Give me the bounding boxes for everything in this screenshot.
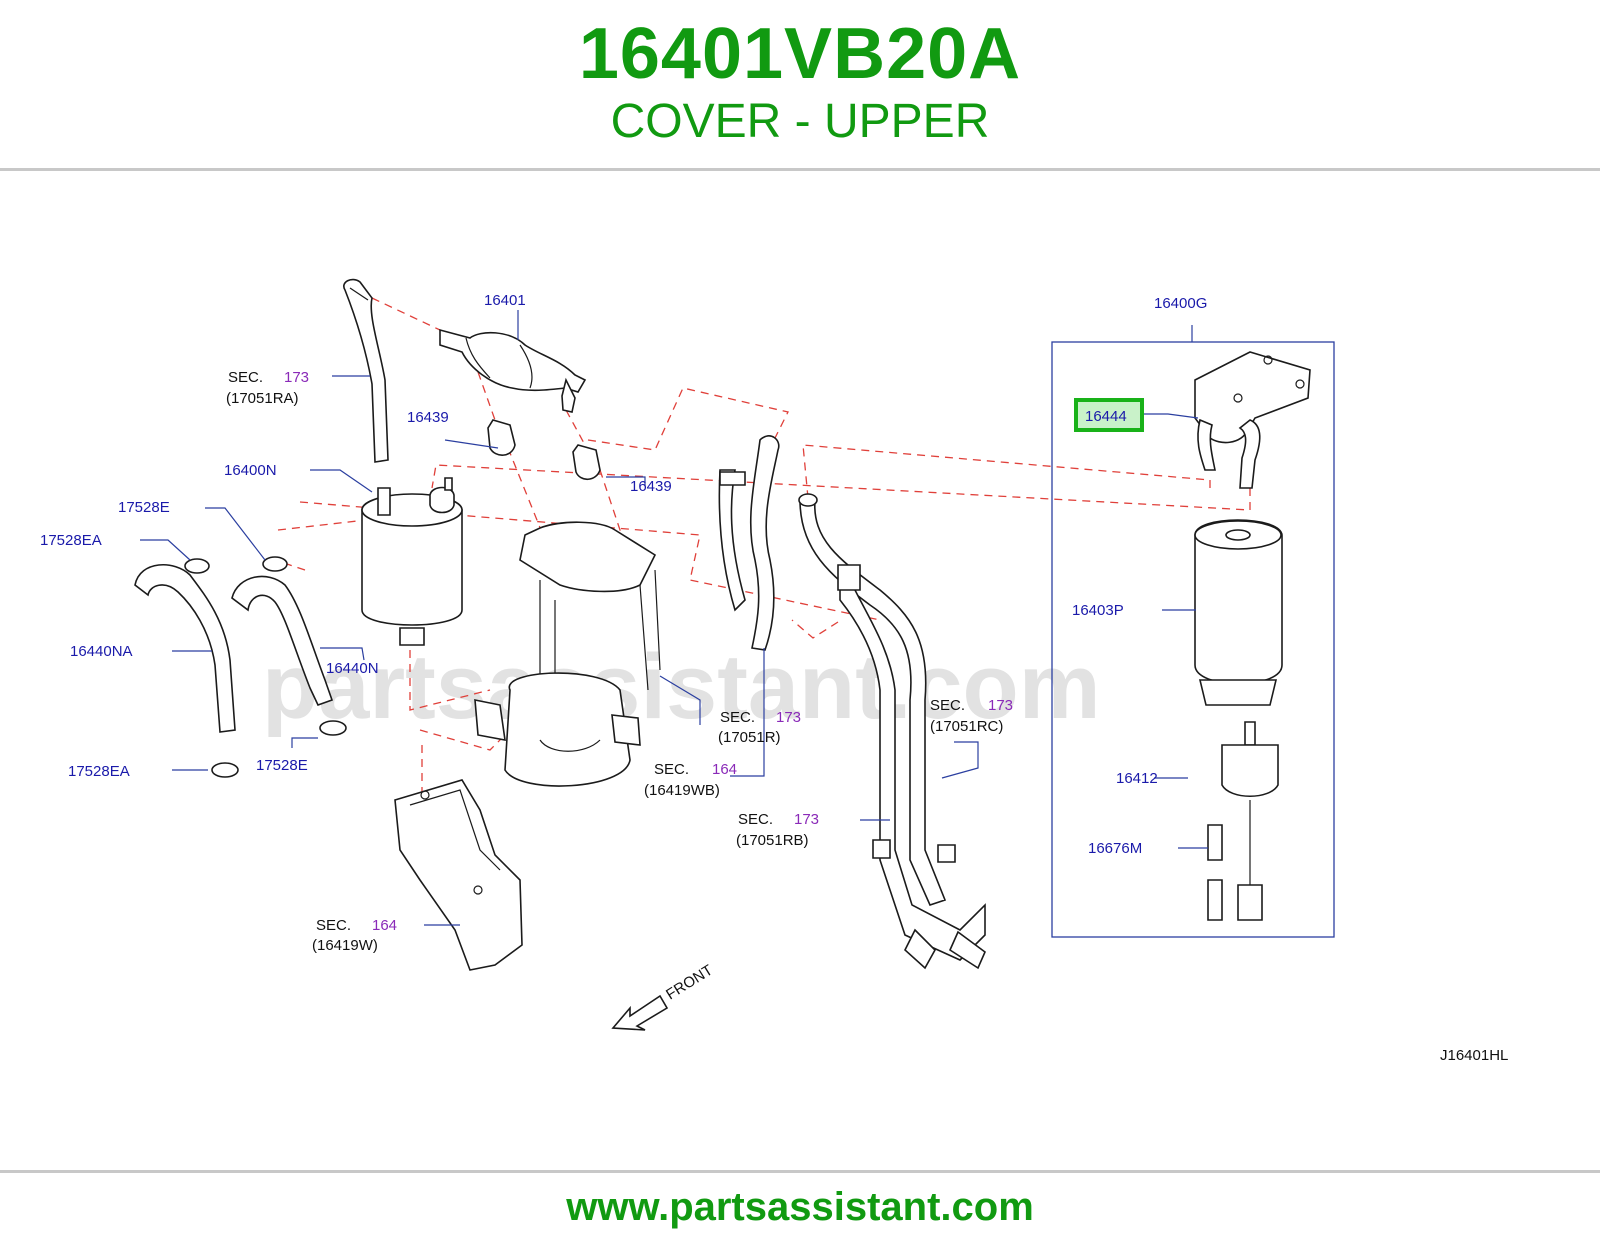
label-16403P[interactable]: 16403P	[1072, 602, 1124, 619]
svg-text:(17051RC): (17051RC)	[930, 718, 1003, 735]
sec-ref-17051RB[interactable]: SEC. 173 (17051RB)	[736, 811, 819, 849]
svg-text:173: 173	[776, 709, 801, 726]
hose-clamps	[184, 556, 347, 778]
sec-ref-17051R[interactable]: SEC. 173 (17051R)	[718, 709, 801, 746]
label-16439-a[interactable]: 16439	[407, 409, 449, 426]
label-16444[interactable]: 16444	[1085, 408, 1127, 425]
connector-16676M	[1207, 824, 1223, 921]
svg-text:SEC.: SEC.	[930, 697, 965, 714]
clip-16439-right	[572, 444, 601, 481]
svg-text:(17051RA): (17051RA)	[226, 390, 299, 407]
label-16440N[interactable]: 16440N	[326, 660, 379, 677]
label-17528E-a[interactable]: 17528E	[118, 499, 170, 516]
highlight-box-16444	[1074, 398, 1144, 432]
fuel-tube-17051R	[718, 435, 780, 651]
label-16401[interactable]: 16401	[484, 292, 526, 309]
label-16400G[interactable]: 16400G	[1154, 295, 1207, 312]
svg-text:164: 164	[712, 761, 737, 778]
part-labels: 16401 16400G 16439 16439 16400N 17528E 1…	[40, 292, 1207, 857]
svg-text:SEC.: SEC.	[316, 917, 351, 934]
part-name-subtitle: COVER - UPPER	[610, 95, 990, 148]
label-16412[interactable]: 16412	[1116, 770, 1158, 787]
clip-16439-left	[487, 419, 516, 456]
watermark-text: partsassistant.com	[262, 636, 1101, 738]
svg-text:SEC.: SEC.	[738, 811, 773, 828]
label-16439-b[interactable]: 16439	[630, 478, 672, 495]
label-17528EA-b[interactable]: 17528EA	[68, 763, 130, 780]
bracket-16419W	[394, 779, 523, 971]
header-divider	[0, 168, 1600, 171]
label-16400N[interactable]: 16400N	[224, 462, 277, 479]
sec-ref-17051RA[interactable]: SEC. 173 (17051RA)	[226, 369, 309, 407]
drawing-code: J16401HL	[1440, 1047, 1508, 1064]
fuel-hose-17051RA	[343, 278, 389, 463]
footer-divider	[0, 1170, 1600, 1173]
fuel-pipe-16401	[439, 328, 587, 413]
svg-text:SEC.: SEC.	[228, 369, 263, 386]
front-arrow-icon: FRONT	[611, 962, 716, 1031]
hose-16440NA	[134, 564, 236, 733]
sec-ref-16419W[interactable]: SEC. 164 (16419W)	[312, 917, 397, 954]
fuel-filter-16400N	[361, 477, 463, 646]
page-header: 16401VB20A COVER - UPPER	[0, 0, 1600, 170]
bracket-16419WB	[474, 521, 661, 787]
label-16676M[interactable]: 16676M	[1088, 840, 1142, 857]
footer-url-link[interactable]: www.partsassistant.com	[566, 1185, 1034, 1229]
svg-text:(16419WB): (16419WB)	[644, 782, 720, 799]
svg-text:164: 164	[372, 917, 397, 934]
svg-text:SEC.: SEC.	[654, 761, 689, 778]
svg-text:(17051RB): (17051RB)	[736, 832, 809, 849]
filter-element-16403P	[1194, 519, 1283, 706]
svg-text:173: 173	[284, 369, 309, 386]
front-label: FRONT	[663, 962, 716, 1004]
svg-text:(17051R): (17051R)	[718, 729, 781, 746]
label-17528EA-a[interactable]: 17528EA	[40, 532, 102, 549]
svg-text:(16419W): (16419W)	[312, 937, 378, 954]
assembly-box-16400G	[1051, 341, 1335, 938]
fuel-tube-17051RB	[837, 564, 986, 970]
hose-16440N	[231, 575, 334, 706]
assembly-dashed-lines	[274, 297, 1251, 800]
sec-ref-16419WB[interactable]: SEC. 164 (16419WB)	[644, 761, 737, 799]
part-number-title: 16401VB20A	[578, 14, 1022, 94]
upper-cover-16444	[1194, 351, 1311, 489]
sec-ref-17051RC[interactable]: SEC. 173 (17051RC)	[930, 697, 1013, 735]
water-sensor-16412	[1221, 721, 1279, 921]
label-16440NA[interactable]: 16440NA	[70, 643, 133, 660]
label-17528E-b[interactable]: 17528E	[256, 757, 308, 774]
section-references: SEC. 173 (17051RA) SEC. 173 (17051R) SEC…	[226, 369, 1013, 954]
svg-text:SEC.: SEC.	[720, 709, 755, 726]
svg-text:173: 173	[794, 811, 819, 828]
svg-text:173: 173	[988, 697, 1013, 714]
leader-lines	[140, 310, 1208, 926]
